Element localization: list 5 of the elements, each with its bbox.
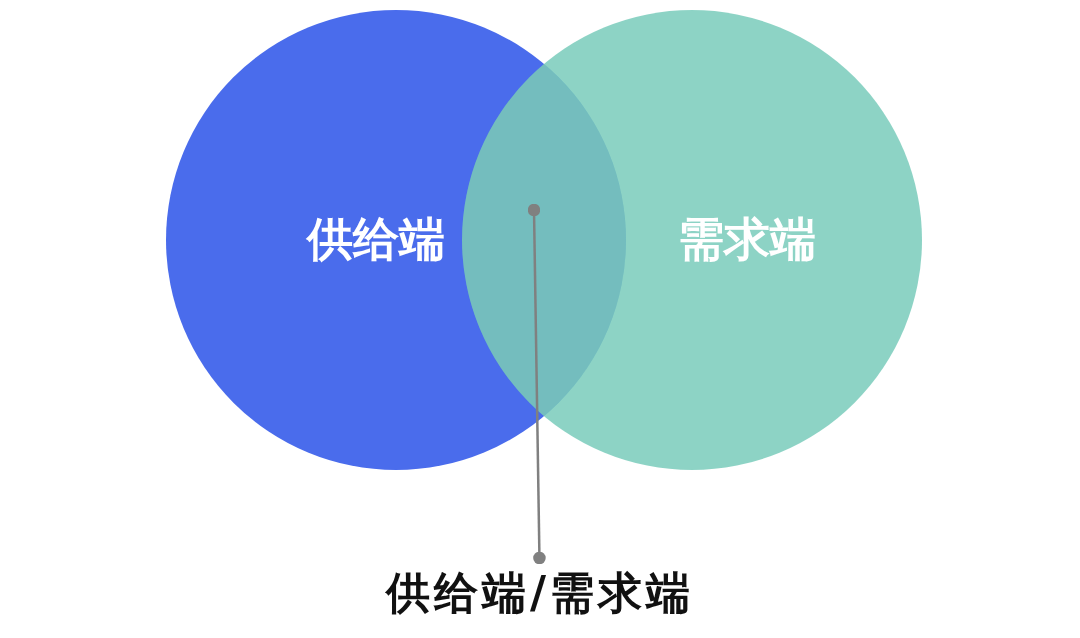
- circle-label: 需求端: [678, 211, 816, 268]
- circle-label: 供给端: [307, 211, 445, 268]
- leader-line: [527, 203, 546, 565]
- overlap-label: 供给端/需求端: [385, 565, 695, 620]
- overlap-region: [462, 64, 626, 416]
